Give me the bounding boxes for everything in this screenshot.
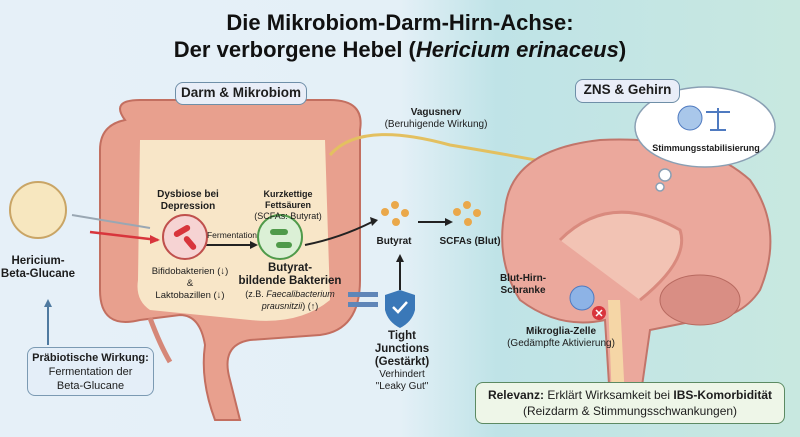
- butyrate-label: Butyrat: [376, 236, 412, 247]
- relevance-box: Relevanz: Erklärt Wirksamkeit bei IBS-Ko…: [475, 382, 785, 424]
- prebiotic-heading: Präbiotische Wirkung:: [32, 352, 149, 364]
- fermentation-label: Fermentation: [206, 230, 258, 240]
- title-line-2: Der verborgene Hebel (Hericium erinaceus…: [0, 36, 800, 63]
- mood-stabilization-label: Stimmungsstabilisierung: [652, 143, 760, 153]
- vagus-label: Vagusnerv(Beruhigende Wirkung): [384, 107, 488, 130]
- title-text-end: ): [618, 37, 627, 62]
- scfas-blood-label: SCFAs (Blut): [439, 236, 501, 247]
- beta-glucane-molecule-icon: [9, 181, 67, 239]
- butyrate-bacteria-icon: [257, 214, 303, 260]
- section-cns-label: ZNS & Gehirn: [575, 79, 680, 103]
- prebiotic-line1: Fermentation der: [48, 366, 133, 378]
- butyrate-molecule-icon: [381, 201, 409, 226]
- blood-brain-barrier-label: Blut-Hirn-Schranke: [499, 273, 547, 296]
- dysbiosis-bacteria: Bifidobakterien (↓)&Laktobazillen (↓): [151, 266, 229, 301]
- section-gut-label: Darm & Mikrobiom: [175, 82, 307, 105]
- microglia-cell-icon: [569, 285, 595, 311]
- thought-cloud: [634, 86, 776, 192]
- prebiotic-line2: Beta-Glucane: [56, 380, 125, 392]
- title-text: Der verborgene Hebel (: [173, 37, 416, 62]
- scfa-molecule-icon: [453, 201, 481, 226]
- balance-scale-icon: [706, 108, 730, 131]
- calm-face-icon: [677, 105, 703, 131]
- colon-illustration: [99, 99, 362, 421]
- butyrate-bacteria-label: Butyrat-bildende Bakterien(z.B. Faecalib…: [238, 262, 342, 311]
- microglia-label: Mikroglia-Zelle(Gedämpfte Aktivierung): [507, 326, 615, 349]
- prebiotic-box: Präbiotische Wirkung: Fermentation der B…: [27, 347, 154, 396]
- title-line-1: Die Mikrobiom-Darm-Hirn-Achse:: [226, 10, 574, 35]
- title-species: Hericium erinaceus: [415, 37, 619, 62]
- hericium-label: Hericium-Beta-Glucane: [0, 255, 76, 280]
